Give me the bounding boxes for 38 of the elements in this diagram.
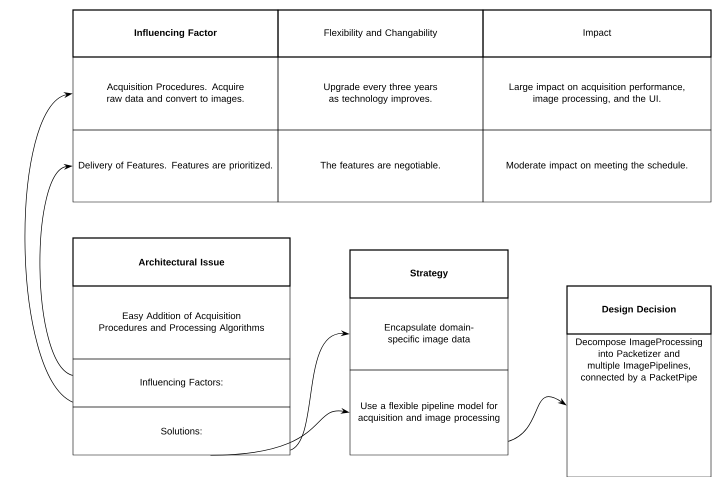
cell-text: Encapsulate domain-specific image data xyxy=(384,324,474,344)
card-row xyxy=(350,370,508,456)
cell-text: Solutions: xyxy=(161,428,202,434)
cell-text: Impact xyxy=(584,29,612,38)
cell-text: Easy Addition of Acquisition Procedures and Processing Algorithms xyxy=(99,312,264,333)
card-row xyxy=(566,334,712,477)
cell-text: Influencing Factor xyxy=(134,29,217,38)
cell-text: The features are negotiable. xyxy=(320,162,440,170)
card-row xyxy=(350,298,508,370)
cell-text: Use a flexible pipeline model for acquisition and image processing xyxy=(358,402,500,423)
table-cell xyxy=(72,130,278,202)
cell-text: Design Decision xyxy=(602,306,676,314)
card-header xyxy=(349,249,509,299)
card-header xyxy=(72,237,291,287)
table-header-cell xyxy=(277,9,484,58)
card-row xyxy=(72,406,290,456)
table-cell xyxy=(278,130,484,202)
table-cell xyxy=(482,130,712,202)
table-cell xyxy=(72,56,278,130)
cell-text: Acquisition Procedures. Acquire raw data and convert to images. xyxy=(106,83,244,104)
cell-text: Large impact on acquisition performance, image processing, and the UI. xyxy=(510,83,684,104)
cell-text: Upgrade every three years as technology improves. xyxy=(324,83,438,104)
cell-text: Moderate impact on meeting the schedule. xyxy=(506,162,688,170)
card-row xyxy=(72,286,290,360)
cell-text: Influencing Factors: xyxy=(140,378,222,388)
card-row xyxy=(72,358,290,408)
arrow xyxy=(24,92,74,403)
card-header xyxy=(566,285,712,335)
table-header-cell xyxy=(72,9,279,58)
table-cell xyxy=(278,56,484,130)
cell-text: Decompose ImageProcessing into Packetizer and multiple ImagePipelines, connected by a PacketPipe xyxy=(576,338,702,382)
cell-text: Architectural Issue xyxy=(138,258,224,266)
cell-text: Delivery of Features. Features are prioritized. xyxy=(78,162,272,170)
table-header-cell xyxy=(482,9,712,58)
cell-text: Strategy xyxy=(410,270,448,278)
table-cell xyxy=(482,56,712,130)
arrow xyxy=(40,164,74,376)
cell-text: Flexibility and Changability xyxy=(324,29,438,38)
